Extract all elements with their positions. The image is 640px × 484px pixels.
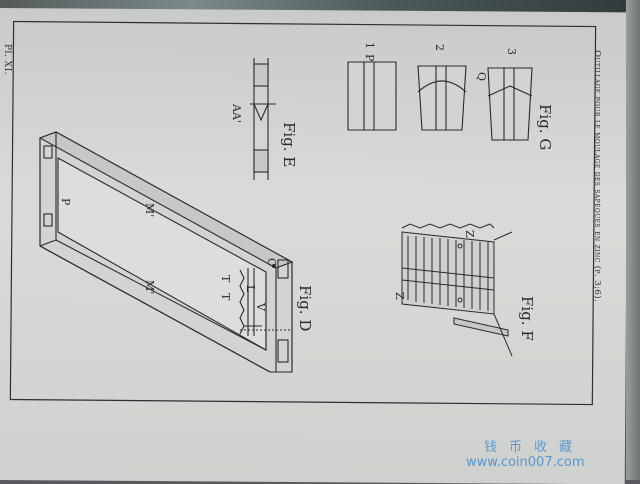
plate-frame	[9, 20, 597, 406]
fig-g-title: Fig. G	[536, 104, 554, 150]
fig-g-label-1: 1	[363, 42, 376, 49]
fig-d-label-p: P	[59, 198, 72, 206]
fig-d-label-m1: M'	[143, 203, 156, 217]
fig-f-title: Fig. F	[518, 296, 536, 341]
fig-g-label-q: Q	[475, 72, 488, 81]
fig-d-label-l: L	[244, 285, 257, 293]
fig-d-label-t1: T	[219, 275, 232, 283]
fig-d-label-c: C	[265, 258, 278, 266]
figure-f-drawing	[401, 223, 513, 357]
watermark-chinese: 钱币收藏	[484, 440, 585, 455]
figure-e-drawing	[250, 58, 276, 180]
plate-caption: Outillage pour le moulage des sapèques e…	[592, 50, 602, 303]
fig-f-label-z2: Z	[393, 292, 406, 300]
fig-g-label-2: 2	[433, 44, 446, 51]
fig-d-label-m2: M'	[143, 280, 156, 294]
plate-number: Pl. XI.	[2, 44, 12, 75]
page-edge-shadow	[626, 0, 640, 480]
fig-f-label-z1: Z	[463, 230, 476, 238]
fig-d-label-t2: T	[219, 293, 232, 301]
figure-d-drawing	[38, 131, 294, 373]
figure-g-drawing	[347, 61, 533, 141]
fig-g-label-p: P	[363, 54, 376, 62]
fig-d-title: Fig. D	[296, 285, 314, 331]
fig-g-label-3: 3	[505, 48, 518, 55]
fig-d-label-v: V	[254, 302, 267, 312]
fig-e-title: Fig. E	[280, 122, 298, 167]
watermark-url: www.coin007.com	[466, 455, 585, 470]
fig-e-label-aa: AA'	[230, 103, 243, 123]
